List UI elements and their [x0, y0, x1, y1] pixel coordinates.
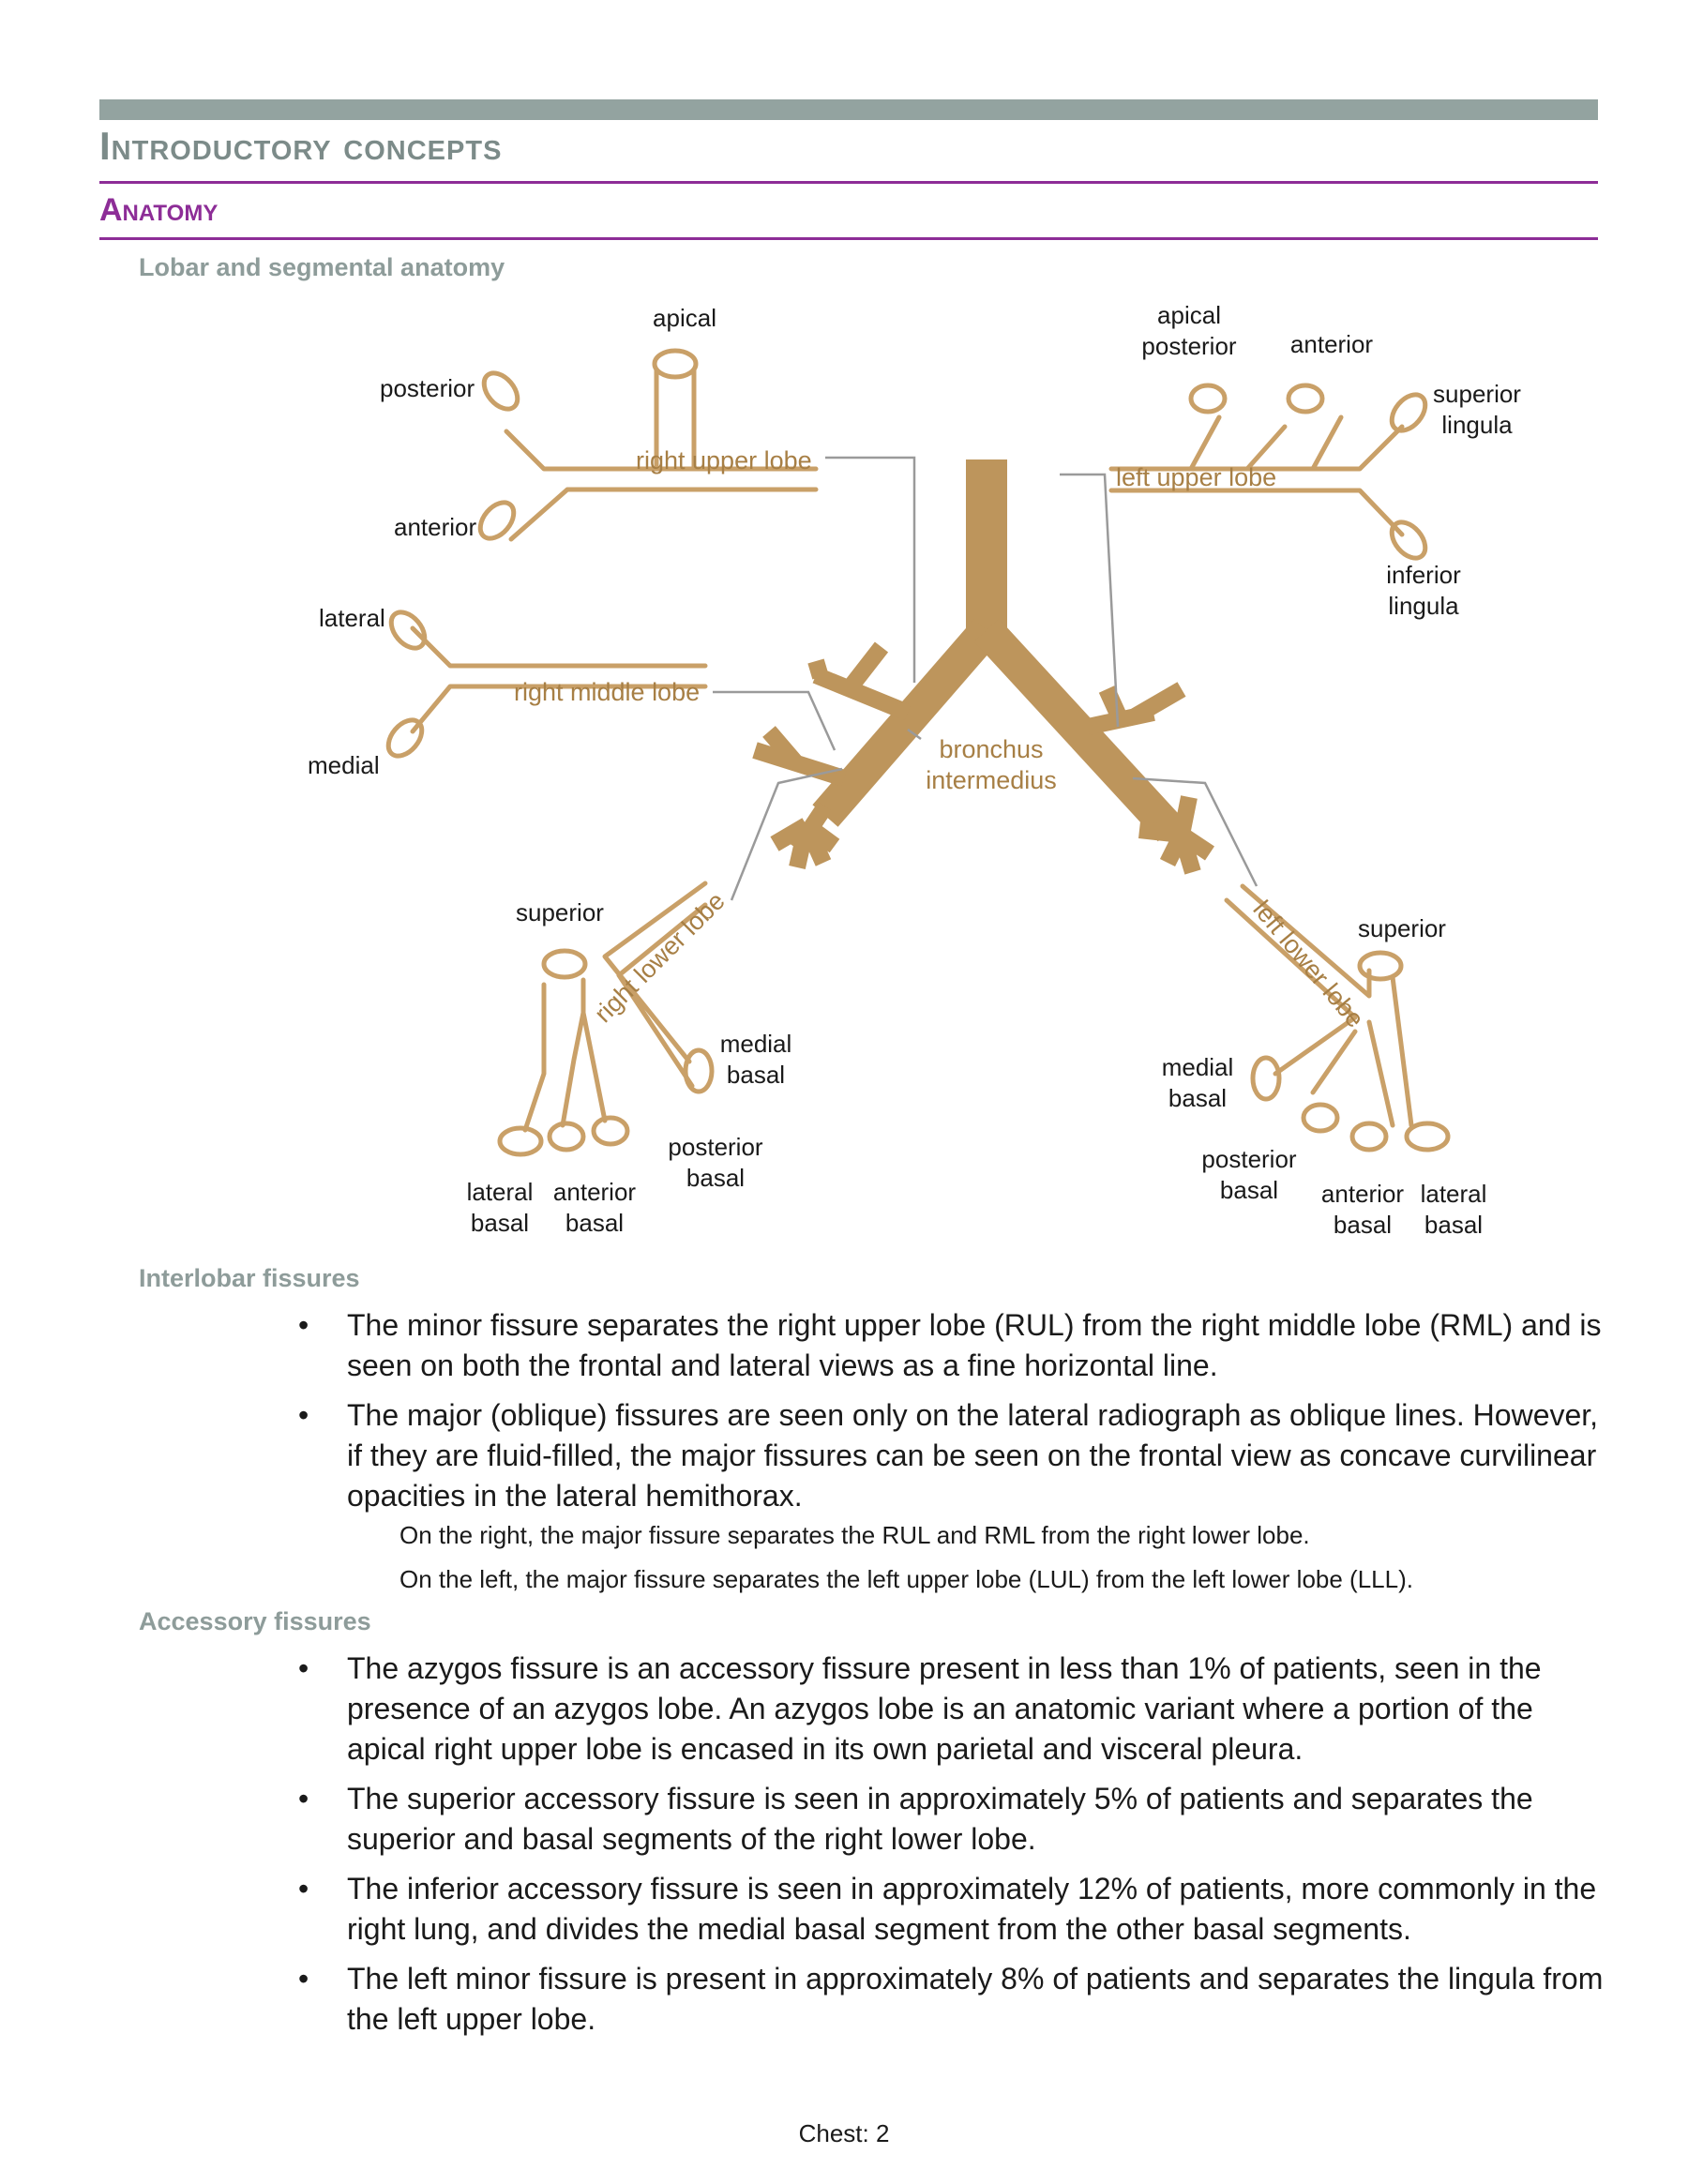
list-item: •The superior accessory fissure is seen …: [281, 1779, 1613, 1860]
seg-lul-apical-posterior-2: posterior: [1141, 332, 1236, 360]
seg-lul-anterior: anterior: [1290, 330, 1373, 358]
list-item: •The azygos fissure is an accessory fiss…: [281, 1649, 1613, 1770]
seg-rul-apical: apical: [653, 304, 716, 332]
seg-rll-lateral-basal-1: lateral: [467, 1178, 534, 1206]
seg-lll-lateral-basal-1: lateral: [1421, 1180, 1487, 1208]
label-right-middle-lobe: right middle lobe: [514, 678, 700, 706]
bullet-icon: •: [298, 1872, 309, 1905]
right-lower-lobe-branch: [497, 881, 715, 1157]
seg-rml-lateral: lateral: [319, 604, 385, 632]
seg-lul-apical-posterior-1: apical: [1157, 301, 1221, 329]
seg-lul-superior-lingula-1: superior: [1433, 380, 1521, 408]
seg-lll-medial-basal-1: medial: [1162, 1053, 1234, 1081]
bullet-icon: •: [298, 1651, 309, 1685]
list-item: •The left minor fissure is present in ap…: [281, 1959, 1613, 2040]
bullet-icon: •: [298, 1782, 309, 1815]
bullet-icon: •: [298, 1962, 309, 1996]
interlobar-heading: Interlobar fissures: [139, 1264, 360, 1292]
right-middle-lobe-branch: [385, 610, 708, 759]
seg-rll-posterior-basal-1: posterior: [668, 1133, 762, 1161]
accessory-heading: Accessory fissures: [139, 1607, 371, 1635]
label-left-lower-lobe: left lower lobe: [1247, 896, 1369, 1033]
label-intermedius: intermedius: [926, 766, 1057, 794]
section-title: Introductory concepts: [99, 124, 503, 168]
list-item: •The major (oblique) fissures are seen o…: [281, 1395, 1613, 1516]
right-upper-lobe-branch: [477, 348, 819, 542]
seg-rll-medial-basal-2: basal: [727, 1061, 785, 1089]
list-item: •The minor fissure separates the right u…: [281, 1305, 1613, 1386]
seg-lll-posterior-basal-2: basal: [1220, 1176, 1278, 1204]
bronchial-tree-diagram: right upper lobe right middle lobe left …: [308, 301, 1521, 1239]
seg-rll-posterior-basal-2: basal: [686, 1164, 745, 1192]
seg-lll-medial-basal-2: basal: [1168, 1084, 1227, 1112]
page-number: Chest: 2: [798, 2119, 890, 2147]
list-item: •The inferior accessory fissure is seen …: [281, 1869, 1613, 1950]
seg-rll-anterior-basal-2: basal: [565, 1209, 624, 1237]
interlobar-list: •The minor fissure separates the right u…: [281, 1305, 1613, 1526]
seg-rml-medial: medial: [308, 751, 380, 779]
seg-lll-anterior-basal-1: anterior: [1321, 1180, 1404, 1208]
seg-lul-superior-lingula-2: lingula: [1441, 411, 1513, 439]
seg-rul-anterior: anterior: [394, 513, 476, 541]
left-lower-lobe-branch: [1224, 883, 1451, 1152]
subsection-rule: [99, 237, 1598, 240]
interlobar-sub-right: On the right, the major fissure separate…: [399, 1521, 1310, 1549]
leader-lines: [713, 456, 1258, 901]
seg-lll-superior: superior: [1358, 914, 1446, 942]
label-right-upper-lobe: right upper lobe: [636, 446, 812, 474]
seg-lll-anterior-basal-2: basal: [1334, 1211, 1392, 1239]
central-airway-tree: [752, 459, 1214, 875]
section-rule: [99, 181, 1598, 184]
label-right-lower-lobe: right lower lobe: [589, 887, 731, 1029]
left-upper-lobe-branch: [1108, 383, 1428, 561]
seg-rll-superior: superior: [516, 898, 604, 926]
bullet-icon: •: [298, 1308, 309, 1342]
seg-lll-lateral-basal-2: basal: [1424, 1211, 1483, 1239]
accessory-list: •The azygos fissure is an accessory fiss…: [281, 1649, 1613, 2049]
subsection-title: Anatomy: [99, 192, 219, 228]
seg-rll-lateral-basal-2: basal: [471, 1209, 529, 1237]
seg-lul-inferior-lingula-2: lingula: [1388, 592, 1459, 620]
interlobar-sub-left: On the left, the major fissure separates…: [399, 1565, 1413, 1593]
seg-lul-inferior-lingula-1: inferior: [1386, 561, 1461, 589]
label-left-upper-lobe: left upper lobe: [1116, 463, 1276, 491]
seg-rll-anterior-basal-1: anterior: [553, 1178, 636, 1206]
header-bar: [99, 99, 1598, 120]
label-bronchus: bronchus: [939, 735, 1043, 763]
bullet-icon: •: [298, 1398, 309, 1432]
seg-rul-posterior: posterior: [380, 374, 475, 402]
seg-rll-medial-basal-1: medial: [720, 1030, 792, 1058]
seg-lll-posterior-basal-1: posterior: [1201, 1145, 1296, 1173]
lobar-heading: Lobar and segmental anatomy: [139, 253, 505, 281]
